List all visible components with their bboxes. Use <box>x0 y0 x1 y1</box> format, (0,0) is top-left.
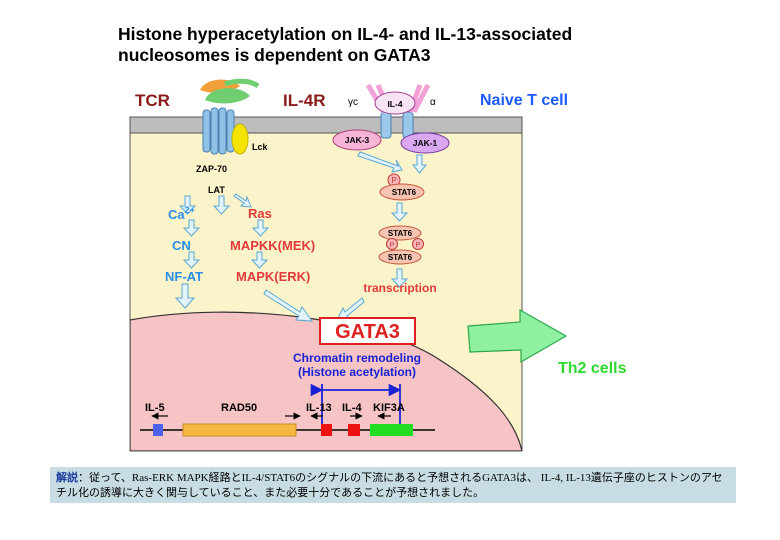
tcr-receptor-icon <box>200 78 260 155</box>
gene-il13-label: IL-13 <box>306 402 332 414</box>
title-line-2: nucleosomes is dependent on GATA3 <box>118 45 431 65</box>
phospho-right-label: P <box>415 240 420 249</box>
gene-il5-box <box>153 424 163 436</box>
mapk-label: MAPK(ERK) <box>236 269 310 284</box>
lat-label: LAT <box>208 185 225 195</box>
gata3-label: GATA3 <box>335 321 400 343</box>
caption-heading: 解説 <box>56 472 78 484</box>
th2-cells-label: Th2 cells <box>558 360 627 377</box>
ca-label: Ca2+ <box>168 205 195 222</box>
il4r-label: IL-4R <box>283 91 326 110</box>
gene-il4-box <box>348 424 360 436</box>
naive-t-cell-label: Naive T cell <box>480 92 568 109</box>
gene-il5-label: IL-5 <box>145 402 165 414</box>
page-title: Histone hyperacetylation on IL-4- and IL… <box>118 24 572 66</box>
chromatin-remodeling-label: Chromatin remodeling <box>293 351 421 365</box>
gene-rad50-box <box>182 423 297 437</box>
cn-label: CN <box>172 238 191 253</box>
phospho-left-label: P <box>389 240 394 249</box>
tcr-label: TCR <box>135 91 170 110</box>
gene-rad50-label: RAD50 <box>221 402 257 414</box>
lck-icon <box>231 123 249 155</box>
phospho-icon <box>386 238 398 250</box>
histone-acetylation-label: (Histone acetylation) <box>298 365 416 379</box>
cell-membrane <box>129 116 523 134</box>
caption-text: ：従って、Ras-ERK MAPK経路とIL-4/STAT6のシグナルの下流にあ… <box>56 472 723 499</box>
nfat-label: NF-AT <box>165 269 203 284</box>
stat6-dimer-top-label: STAT6 <box>388 229 413 238</box>
jak3-label: JAK-3 <box>345 135 370 145</box>
caption-box: 解説：従って、Ras-ERK MAPK経路とIL-4/STAT6のシグナルの下流… <box>50 467 736 503</box>
jak3-icon <box>332 129 382 151</box>
gata3-box <box>319 317 416 345</box>
lck-label: Lck <box>252 142 269 152</box>
stat6-dimer-bottom-icon <box>378 249 422 265</box>
th2-differentiation-arrow <box>467 308 568 364</box>
gene-il13-box <box>321 424 332 436</box>
gamma-c-label: γc <box>348 97 358 108</box>
il4-receptor-icon <box>365 83 431 139</box>
stat6-dimer-top-icon <box>378 225 422 241</box>
phospho-icon <box>412 238 424 250</box>
ras-label: Ras <box>248 206 272 221</box>
jak1-label: JAK-1 <box>413 138 438 148</box>
gene-il4-label: IL-4 <box>342 402 362 414</box>
stat6-icon <box>379 183 425 201</box>
signal-arrows <box>174 151 428 323</box>
transcription-label: transcription <box>363 281 436 295</box>
zap70-label: ZAP-70 <box>196 164 227 174</box>
jak1-icon <box>400 132 450 154</box>
phospho-label: P <box>391 176 396 185</box>
stat6-dimer-bottom-label: STAT6 <box>388 253 413 262</box>
alpha-label: α <box>430 97 436 108</box>
title-line-1: Histone hyperacetylation on IL-4- and IL… <box>118 24 573 44</box>
mapkk-label: MAPKK(MEK) <box>230 238 315 253</box>
stat6-label: STAT6 <box>392 188 417 197</box>
gene-kif3a-label: KIF3A <box>373 402 405 414</box>
gene-kif3a-box <box>370 424 413 436</box>
nucleus-area <box>130 311 522 451</box>
il4-ligand-label: IL-4 <box>387 99 402 109</box>
